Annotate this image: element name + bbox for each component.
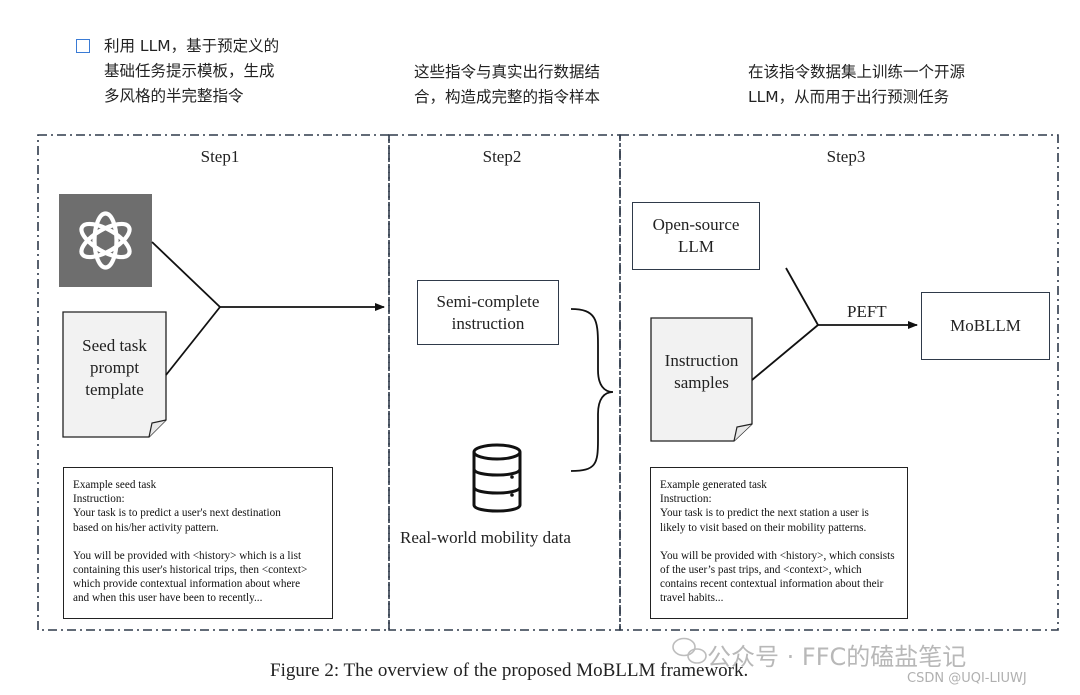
semi-complete-line: Semi-complete bbox=[436, 291, 540, 311]
example-line: Instruction: bbox=[73, 493, 125, 506]
checkbox-icon[interactable] bbox=[76, 39, 90, 53]
example-line: based on his/her activity pattern. bbox=[73, 521, 219, 534]
step3-title: Step3 bbox=[826, 147, 866, 166]
mobility-data-label: Real-world mobility data bbox=[400, 528, 571, 547]
note-step1: 利用 LLM，基于预定义的 基础任务提示模板，生成 多风格的半完整指令 bbox=[104, 34, 279, 109]
step1-frame bbox=[37, 134, 390, 631]
database-icon bbox=[472, 443, 522, 513]
note-step3-line: LLM，从而用于出行预测任务 bbox=[748, 88, 950, 106]
example-line: contains recent contextual information a… bbox=[660, 578, 884, 591]
note-step3: 在该指令数据集上训练一个开源 LLM，从而用于出行预测任务 bbox=[748, 60, 965, 110]
example-line: You will be provided with <history> whic… bbox=[73, 549, 302, 562]
instruction-samples-document bbox=[650, 317, 753, 442]
example-line: Instruction: bbox=[660, 493, 712, 506]
seed-task-label: Seed task prompt template bbox=[63, 335, 166, 401]
step2-title: Step2 bbox=[482, 147, 522, 166]
example-line: likely to visit based on their mobility … bbox=[660, 521, 867, 534]
note-step1-line: 利用 LLM，基于预定义的 bbox=[104, 37, 280, 55]
step2-frame bbox=[388, 134, 621, 631]
semi-complete-instruction-box: Semi-complete instruction bbox=[417, 280, 559, 345]
semi-complete-line: instruction bbox=[451, 313, 525, 333]
note-step1-line: 基础任务提示模板，生成 bbox=[104, 62, 275, 80]
open-source-llm-line: LLM bbox=[678, 237, 714, 256]
openai-logo-icon bbox=[59, 194, 152, 287]
seed-task-line: prompt bbox=[89, 358, 140, 377]
example-line: You will be provided with <history>, whi… bbox=[660, 549, 895, 562]
example-seed-task: Example seed task Instruction: Your task… bbox=[63, 467, 333, 619]
example-line: containing this user's historical trips,… bbox=[73, 564, 308, 577]
instruction-samples-label: Instruction samples bbox=[651, 350, 752, 394]
note-step1-line: 多风格的半完整指令 bbox=[104, 87, 244, 105]
wechat-watermark: 公众号 · FFC的磕盐笔记 bbox=[707, 643, 967, 671]
peft-label: PEFT bbox=[847, 302, 887, 321]
seed-task-line: template bbox=[85, 380, 144, 399]
step1-title: Step1 bbox=[200, 147, 240, 166]
example-line: Example generated task bbox=[660, 479, 767, 491]
step-frames bbox=[37, 134, 1059, 631]
step1-connectors bbox=[151, 241, 385, 376]
instruction-samples-line: Instruction bbox=[664, 351, 739, 370]
wechat-icon bbox=[672, 637, 707, 664]
example-line: which provide contextual information abo… bbox=[73, 578, 301, 591]
note-step2-line: 合，构造成完整的指令样本 bbox=[414, 88, 601, 106]
example-line: and when this user have been to recently… bbox=[73, 592, 263, 605]
seed-task-line: Seed task bbox=[82, 336, 147, 355]
csdn-watermark: CSDN @UQI-LIUWJ bbox=[907, 671, 1027, 686]
step3-frame bbox=[619, 134, 1059, 631]
curly-brace bbox=[570, 308, 614, 472]
example-line: Example seed task bbox=[73, 479, 157, 491]
note-step3-line: 在该指令数据集上训练一个开源 bbox=[748, 63, 966, 81]
example-generated-task: Example generated task Instruction: Your… bbox=[650, 467, 908, 619]
figure-caption: Figure 2: The overview of the proposed M… bbox=[270, 660, 749, 681]
instruction-samples-line: samples bbox=[674, 373, 729, 392]
note-step2: 这些指令与真实出行数据结 合，构造成完整的指令样本 bbox=[414, 60, 600, 110]
example-line: Your task is to predict the next station… bbox=[660, 507, 869, 520]
example-line: travel habits... bbox=[660, 592, 724, 605]
seed-task-document bbox=[62, 311, 167, 438]
example-line: of the user’s past trips, and <context>,… bbox=[660, 564, 862, 577]
open-source-llm-line: Open-source bbox=[652, 215, 740, 234]
example-line: Your task is to predict a user's next de… bbox=[73, 507, 281, 520]
note-step2-line: 这些指令与真实出行数据结 bbox=[414, 63, 601, 81]
open-source-llm-box: Open-source LLM bbox=[632, 202, 760, 270]
mobllm-box: MoBLLM bbox=[921, 292, 1050, 360]
step3-connectors bbox=[751, 267, 918, 381]
